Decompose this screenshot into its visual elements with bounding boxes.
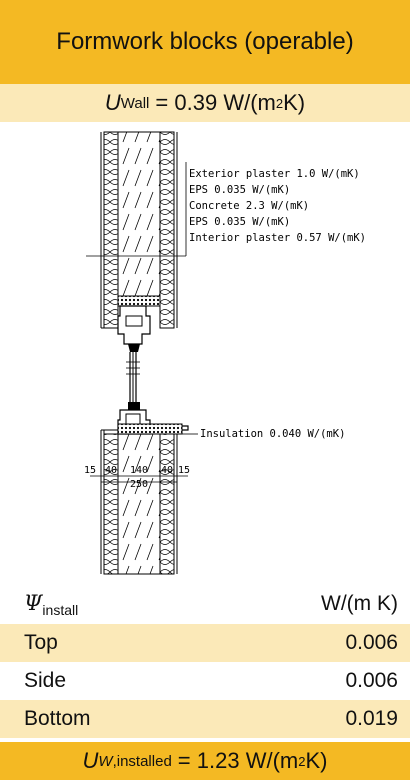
table-row: Top 0.006	[0, 624, 410, 662]
label-interior-plaster: Interior plaster 0.57 W/(mK)	[189, 232, 366, 244]
row-value-side: 0.006	[345, 669, 398, 692]
label-eps-inner: EPS 0.035 W/(mK)	[189, 216, 290, 228]
wall-section-drawing: 15 40 140 40 15 250 Exterior plaster 1.0…	[84, 131, 366, 575]
u-wall-equals: =	[155, 90, 169, 115]
label-concrete: Concrete 2.3 W/(mK)	[189, 200, 309, 212]
table-row: Side 0.006	[0, 662, 410, 700]
card-title-text: Formwork blocks (operable)	[56, 28, 354, 55]
psi-unit: W/(m K)	[321, 592, 398, 615]
u-installed-symbol: U	[82, 748, 99, 773]
row-label-bottom: Bottom	[24, 707, 91, 730]
lower-wall	[100, 423, 183, 575]
row-label-top: Top	[24, 631, 58, 654]
row-value-top: 0.006	[345, 631, 398, 654]
label-insulation: Insulation 0.040 W/(mK)	[200, 428, 345, 440]
dim-15-left: 15	[84, 465, 96, 476]
u-installed-subscript: W,installed	[98, 753, 171, 770]
u-wall-symbol: U	[104, 90, 121, 115]
u-wall-unit-exp: 2	[275, 95, 284, 111]
row-value-bottom: 0.019	[345, 707, 398, 730]
u-installed-sub-w: W	[98, 752, 113, 770]
dim-15-right: 15	[178, 465, 190, 476]
upper-wall	[100, 131, 178, 329]
wall-section-diagram: 15 40 140 40 15 250 Exterior plaster 1.0…	[0, 122, 410, 578]
u-installed-unit-prefix: W/(m	[245, 748, 299, 773]
dimension-lines	[90, 468, 188, 486]
upper-frame	[117, 305, 151, 352]
table-row: Bottom 0.019	[0, 700, 410, 738]
u-installed-sub-rest: ,installed	[112, 752, 172, 770]
label-exterior-plaster: Exterior plaster 1.0 W/(mK)	[189, 168, 360, 180]
dim-40-right: 40	[161, 465, 173, 476]
dim-40-left: 40	[105, 465, 117, 476]
psi-header: Ψinstall W/(m K)	[0, 584, 410, 624]
psi-label: Ψinstall	[24, 591, 78, 618]
u-installed-number: 1.23	[196, 748, 240, 773]
u-wall-number: 0.39	[174, 90, 218, 115]
card-title: Formwork blocks (operable)	[0, 0, 410, 84]
u-wall-unit-prefix: W/(m	[223, 90, 276, 115]
u-installed-equals: =	[177, 748, 191, 773]
u-installed-unit-suffix: K)	[305, 748, 328, 773]
u-wall-unit-suffix: K)	[283, 90, 306, 115]
dim-total: 250	[130, 479, 148, 490]
dim-140: 140	[130, 465, 148, 476]
layer-leaders	[86, 162, 187, 257]
psi-subscript: install	[42, 601, 79, 618]
glazing	[126, 352, 140, 402]
row-label-side: Side	[24, 669, 67, 692]
label-eps-outer: EPS 0.035 W/(mK)	[189, 184, 290, 196]
psi-symbol: Ψ	[24, 590, 43, 615]
u-installed-unit-exp: 2	[298, 753, 306, 769]
u-wall-subscript: Wall	[120, 94, 150, 112]
